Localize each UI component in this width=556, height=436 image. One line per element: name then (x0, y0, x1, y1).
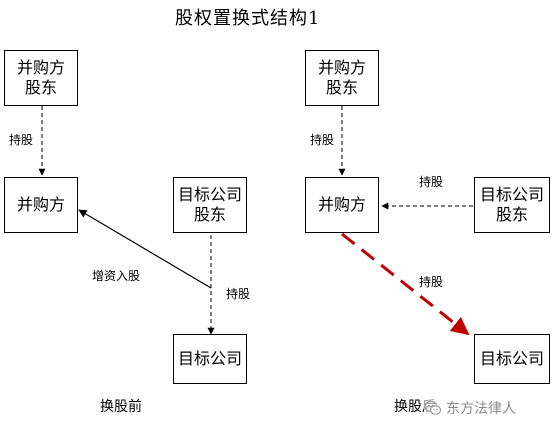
after-hold-label-top: 持股 (310, 133, 335, 147)
before-target-shareholder-box: 目标公司 股东 (173, 177, 247, 233)
after-acquirer-box: 并购方 (305, 177, 379, 233)
before-hold-label-target: 持股 (226, 287, 251, 301)
watermark: 东方法律人 (424, 398, 516, 418)
after-target-box: 目标公司 (474, 334, 550, 384)
before-capital-increase-arrow (78, 209, 212, 289)
before-target-box: 目标公司 (173, 334, 247, 384)
after-target-shareholder-box: 目标公司 股东 (474, 177, 550, 233)
before-acquirer-shareholder-box: 并购方 股东 (4, 50, 78, 106)
watermark-text: 东方法律人 (446, 401, 516, 417)
after-hold-label-middle: 持股 (419, 175, 444, 189)
wechat-icon (424, 400, 442, 415)
before-acquirer-box: 并购方 (4, 177, 78, 233)
diagram-title: 股权置换式结构1 (175, 8, 321, 29)
before-capital-increase-label: 增资入股 (92, 269, 141, 283)
after-acquirer-shareholder-box: 并购方 股东 (305, 50, 379, 106)
before-caption: 换股前 (100, 399, 142, 415)
after-hold-label-diagonal: 持股 (419, 275, 444, 289)
after-hold-arrow-diagonal (341, 232, 470, 336)
before-hold-label-top: 持股 (9, 133, 34, 147)
